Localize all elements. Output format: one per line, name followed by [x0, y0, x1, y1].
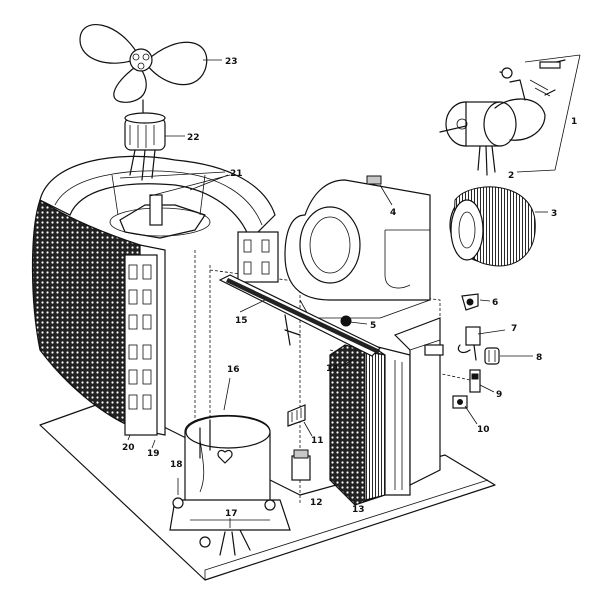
callout-4: 4: [390, 208, 396, 218]
callout-10: 10: [477, 425, 490, 435]
callout-16: 16: [227, 365, 240, 375]
relay-10: [452, 395, 468, 409]
callout-18: 18: [170, 460, 183, 470]
compressor: [169, 414, 291, 556]
control-box: [393, 317, 444, 486]
callout-3: 3: [551, 209, 557, 219]
callout-19: 19: [147, 449, 160, 459]
fan-blade: [79, 24, 208, 116]
callout-21: 21: [230, 169, 243, 179]
relay-6: [461, 293, 479, 311]
condenser-coil: [31, 155, 279, 436]
support-rail: [218, 274, 382, 357]
terminal-strip: [287, 404, 306, 427]
callout-20: 20: [122, 443, 135, 453]
blower-housing: [284, 175, 431, 319]
callout-13: 13: [352, 505, 365, 515]
motor-mount-bracket: [494, 54, 581, 173]
blower-motor: [439, 101, 517, 176]
switch-9: [469, 369, 481, 393]
drain-plug: [340, 315, 352, 327]
callout-12: 12: [310, 498, 323, 508]
callout-15: 15: [235, 316, 248, 326]
callout-6: 6: [492, 298, 498, 308]
blower-wheel: [449, 186, 536, 267]
callout-17: 17: [225, 509, 238, 519]
callout-8: 8: [536, 353, 542, 363]
callout-11: 11: [311, 436, 324, 446]
contactor: [291, 449, 311, 481]
thermostat-7: [457, 326, 481, 361]
leader-lines: [119, 59, 548, 528]
callout-7: 7: [511, 324, 517, 334]
callout-5: 5: [370, 321, 376, 331]
callout-9: 9: [496, 390, 502, 400]
callout-labels: 1 2 3 4 5 6 7 8 9 10 11 12 13 14 15 16 1…: [122, 57, 577, 519]
callout-23: 23: [225, 57, 238, 67]
evaporator-coil: [329, 344, 411, 506]
callout-14: 14: [326, 364, 339, 374]
fan-mount-bracket: [109, 174, 211, 239]
fan-motor: [124, 112, 166, 181]
capacitor-8: [484, 347, 500, 365]
callout-1: 1: [571, 117, 577, 127]
callout-2: 2: [508, 171, 514, 181]
callout-22: 22: [187, 133, 200, 143]
